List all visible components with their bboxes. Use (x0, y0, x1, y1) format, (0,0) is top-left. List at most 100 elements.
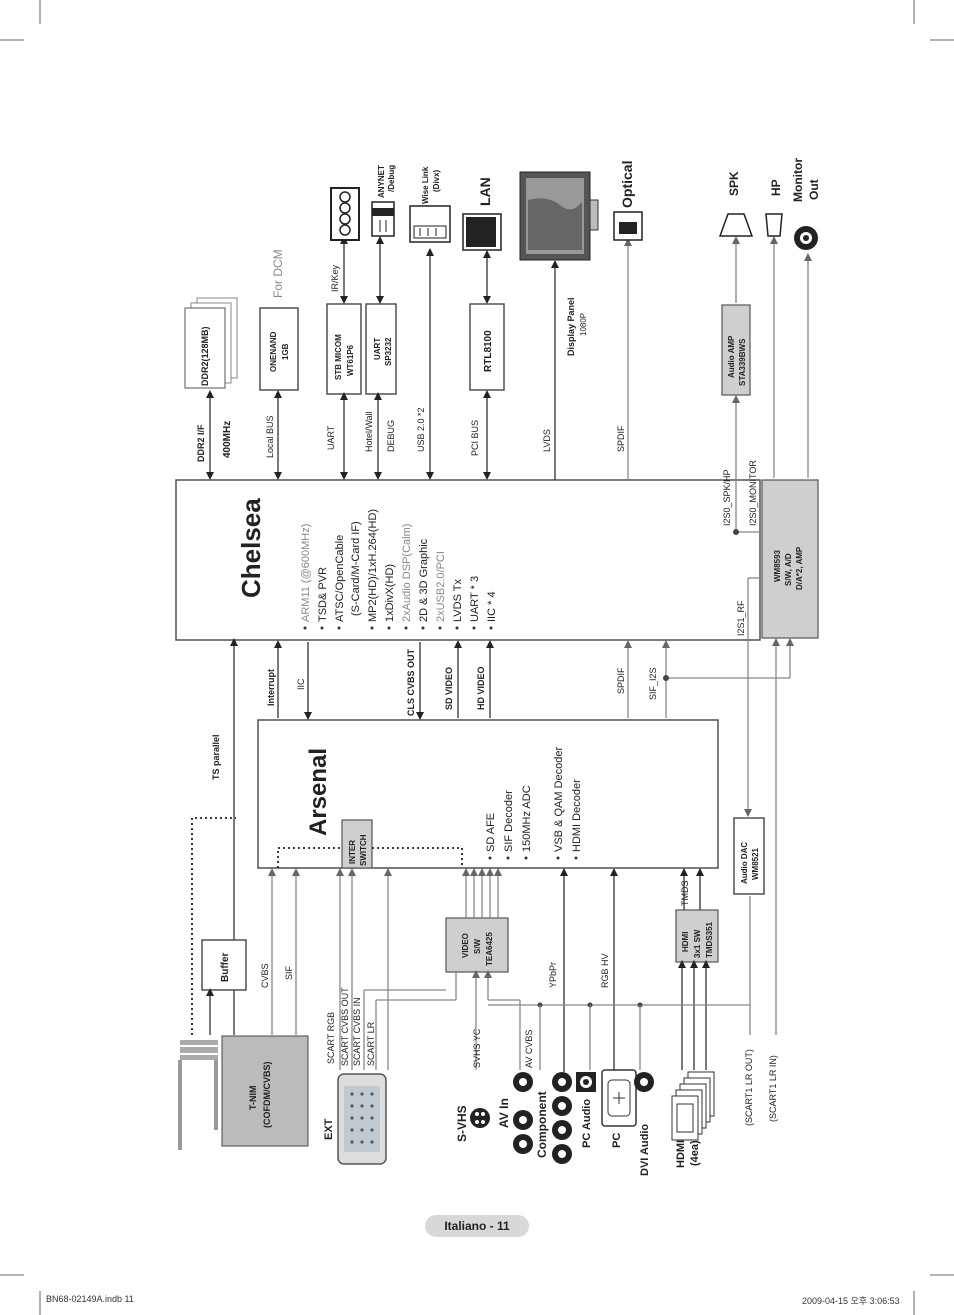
sd-video-label: SD VIDEO (444, 667, 454, 710)
pc-label: PC (611, 1133, 623, 1148)
arsenal-feature: 150MHz ADC (521, 785, 533, 852)
chelsea-feature: TSD& PVR (317, 567, 329, 622)
pc-audio-jack-icon (576, 1072, 596, 1092)
hd-video-label: HD VIDEO (476, 666, 486, 710)
sif-label: SIF (284, 965, 294, 980)
i2s0-monitor-label: I2S0_MONITOR (748, 460, 758, 526)
lan-connector-icon (462, 213, 502, 251)
arsenal-bullets (488, 856, 578, 860)
audio-dac-label: Audio DAC (740, 842, 749, 884)
chelsea-title: Chelsea (236, 498, 266, 598)
pc-audio-label: PC Audio (581, 1099, 593, 1148)
lan-label: LAN (477, 177, 493, 206)
scart-cvbs-in-label: SCART CVBS IN (352, 997, 362, 1066)
hdmi-count-label: (4ea) (689, 1140, 701, 1166)
speaker-icon (718, 213, 754, 237)
av-cvbs-label: AV CVBS (524, 1030, 534, 1068)
chelsea-feature: 1xDivX(HD) (384, 564, 396, 622)
hdmi-label: HDMI (675, 1140, 687, 1168)
video-sw-label: VIDEO (461, 933, 470, 958)
audio-dac-box (733, 817, 765, 895)
hdmi-sw-label: HDMI (681, 932, 690, 952)
cvbs-label: CVBS (260, 963, 270, 988)
i2s0-spk-label: I2S0_SPK/HP (722, 469, 732, 526)
rgb-hv-label: RGB HV (600, 953, 610, 988)
headphone-icon (765, 213, 783, 237)
arsenal-title: Arsenal (305, 748, 332, 836)
scart-rgb-label: SCART RGB (326, 1012, 336, 1064)
component-jacks-icon (552, 1072, 572, 1164)
display-panel-res: 1080P (579, 313, 588, 336)
hp-label: HP (769, 179, 783, 196)
monitor-label: Monitor (791, 158, 805, 202)
tmds-label: TMDS (680, 881, 690, 907)
hdmi-ports-icon (671, 1071, 715, 1141)
hdmi-sw-part: TMDS351 (705, 921, 714, 958)
chelsea-box (175, 479, 761, 641)
file-slug: BN68-02149A.indb 11 (46, 1294, 134, 1304)
stb-micom-box (326, 303, 362, 395)
inter-switch-box (341, 819, 373, 869)
monitor-out-jack-icon (794, 226, 818, 250)
sif-i2s-label: SIF_I2S (648, 667, 658, 700)
onenand-size: 1GB (281, 343, 290, 360)
rtl8100-label: RTL8100 (483, 330, 494, 372)
scart-connector-icon (337, 1073, 387, 1165)
monitor-out-label: Out (807, 179, 821, 200)
ir-key-connector-icon (330, 187, 360, 241)
buffer-box (201, 939, 247, 991)
uart-part: SP3232 (384, 337, 393, 366)
ddr2-label: DDR2(128MB) (200, 326, 210, 386)
dvi-audio-label: DVI Audio (639, 1124, 651, 1176)
ddr2-stack (184, 297, 238, 389)
anynet-label: ANYNET (377, 165, 386, 198)
usb-label: USB 2.0 *2 (416, 407, 426, 452)
pci-bus-label: PCI BUS (470, 420, 480, 456)
audio-dac-part: WM8521 (751, 847, 760, 880)
chelsea-feature: 2xUSB2.0/PCI (435, 551, 447, 622)
chelsea-feature: 2xAudio DSP(Calm) (401, 524, 413, 622)
for-dcm-label: For DCM (271, 249, 285, 298)
tnim-label: T-NIM (248, 1086, 258, 1111)
optical-connector-icon (613, 211, 643, 241)
wm8593-box (761, 479, 819, 639)
cls-cvbs-out-label: CLS CVBS OUT (406, 648, 416, 716)
svhs-yc-label: SVHS YC (472, 1028, 482, 1068)
debug-label: DEBUG (386, 420, 396, 452)
chelsea-feature: LVDS Tx (452, 579, 464, 622)
rtl8100-box (469, 303, 505, 391)
onenand-box (259, 307, 299, 391)
arsenal-feature: SD AFE (485, 813, 497, 852)
hdmi-sw-box (675, 909, 719, 963)
chelsea-feature: UART * 3 (469, 576, 481, 622)
stb-micom-label: STB MICOM (334, 334, 343, 380)
chelsea-feature: IIC * 4 (486, 591, 498, 622)
arsenal-feature-list: SD AFE SIF Decoder 150MHz ADC VSB & QAM … (485, 747, 583, 852)
dvi-audio-jack-icon (634, 1072, 654, 1092)
spdif-mid-label: SPDIF (616, 667, 626, 694)
ypbpr-label: YPbPr (548, 962, 558, 988)
chelsea-feature: ATSC/OpenCable (334, 535, 346, 622)
chelsea-feature: ARM11 (@600MHz) (300, 524, 312, 622)
audio-amp-label: Audio AMP (727, 335, 736, 378)
anynet-sub-label: /Debug (387, 165, 396, 192)
svhs-jack-icon (470, 1108, 490, 1128)
anynet-connector-icon (371, 201, 395, 237)
chelsea-feature: (S-Card/M-Card IF) (350, 521, 362, 616)
usb-connector-icon (409, 205, 451, 243)
uart-box (365, 303, 397, 395)
wm8593-func2: D/A*2, AMP (795, 546, 804, 590)
buffer-label: Buffer (220, 952, 231, 982)
av-in-jacks-icon (513, 1072, 533, 1154)
wise-link-sub-label: (Divx) (432, 169, 441, 192)
video-sw-box (445, 917, 509, 973)
display-panel-label: Display Panel (566, 297, 576, 356)
audio-amp-box (721, 304, 751, 396)
chelsea-feature: 2D & 3D Graphic (418, 538, 430, 622)
scart-lr-out-label: (SCART1 LR OUT) (744, 1049, 754, 1126)
i2s1-rf-label: I2S1_RF (736, 600, 746, 636)
date-slug: 2009-04-15 오후 3:06:53 (802, 1296, 900, 1306)
ddr2-if-label: DDR2 I/F (196, 424, 206, 462)
tnim-mode: (COFDM/CVBS) (262, 1062, 272, 1129)
